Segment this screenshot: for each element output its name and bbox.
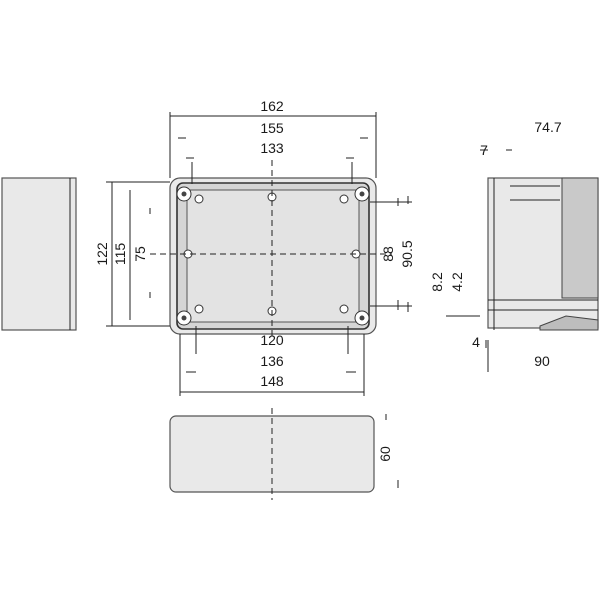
dim-90-5: 90.5 <box>399 240 415 267</box>
top-dimension-lines <box>169 112 377 184</box>
dim-75: 75 <box>132 246 148 262</box>
mount-hole <box>339 304 349 314</box>
left-dimension-lines <box>106 181 170 327</box>
side-section-view <box>446 149 599 372</box>
dim-136: 136 <box>260 353 284 369</box>
screw-bottom-left-core <box>181 315 187 321</box>
dim-4-2: 4.2 <box>449 272 465 292</box>
top-view <box>150 160 392 340</box>
dim-115: 115 <box>112 243 128 266</box>
dim-155: 155 <box>260 120 284 136</box>
side-lid-section <box>561 177 599 299</box>
mount-hole <box>194 304 204 314</box>
dim-60: 60 <box>377 446 393 462</box>
dimension-labels: 162 155 133 120 136 148 122 115 75 88 90… <box>94 98 562 462</box>
screw-top-left-core <box>181 191 187 197</box>
side-foot <box>539 315 599 331</box>
dim-8-2: 8.2 <box>429 272 445 292</box>
screw-bottom-right-core <box>359 315 365 321</box>
right-dimension-lines <box>370 196 412 312</box>
dim-88: 88 <box>380 246 396 262</box>
inner-panel <box>186 189 360 323</box>
corner-screws <box>176 186 370 326</box>
screw-top-right-core <box>359 191 365 197</box>
left-side-body <box>1 177 77 331</box>
front-view <box>169 408 399 500</box>
dim-120: 120 <box>260 332 284 348</box>
mount-hole <box>194 194 204 204</box>
left-side-view <box>1 177 77 331</box>
mount-hole <box>339 194 349 204</box>
dim-122: 122 <box>94 242 110 266</box>
dim-4: 4 <box>472 334 480 350</box>
dim-90: 90 <box>534 353 550 369</box>
bottom-dimension-lines <box>179 326 365 396</box>
dim-7: 7 <box>480 142 488 158</box>
dim-133: 133 <box>260 140 284 156</box>
dim-148: 148 <box>260 373 284 389</box>
dim-162: 162 <box>260 98 284 114</box>
dim-74-7: 74.7 <box>534 119 561 135</box>
